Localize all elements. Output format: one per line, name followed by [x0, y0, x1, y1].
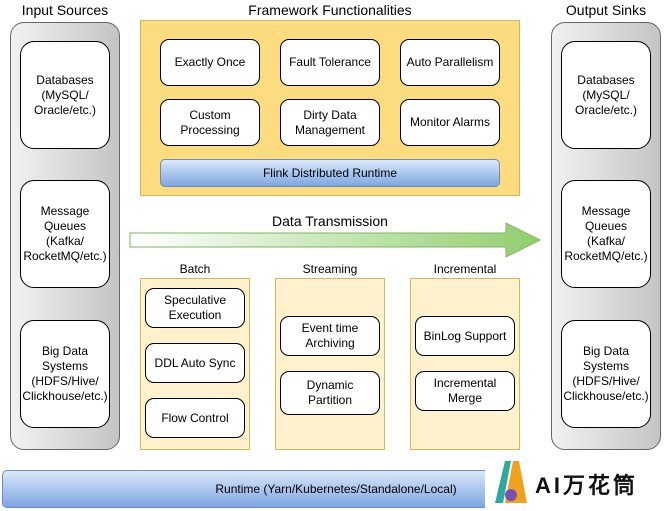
input-message-queues: Message Queues (Kafka/ RocketMQ/etc.): [20, 180, 110, 288]
watermark-text: AI万花筒: [535, 473, 639, 498]
output-databases: Databases (MySQL/ Oracle/etc.): [561, 41, 651, 149]
incremental-binlog-support: BinLog Support: [415, 316, 515, 356]
kaleidoscope-logo-icon: [495, 461, 527, 503]
batch-flow-control: Flow Control: [145, 398, 245, 438]
streaming-dynamic-partition: Dynamic Partition: [280, 371, 380, 415]
framework-title: Framework Functionalities: [248, 2, 412, 18]
input-big-data-systems: Big Data Systems (HDFS/Hive/ Clickhouse/…: [20, 320, 110, 428]
feature-monitor-alarms: Monitor Alarms: [400, 99, 500, 146]
batch-ddl-auto-sync: DDL Auto Sync: [145, 343, 245, 383]
incremental-merge: Incremental Merge: [415, 371, 515, 411]
watermark: AI万花筒: [485, 452, 671, 511]
feature-fault-tolerance: Fault Tolerance: [280, 39, 380, 86]
feature-custom-processing: Custom Processing: [160, 99, 260, 146]
data-transmission-arrow-icon: [129, 222, 542, 258]
incremental-title: Incremental: [433, 262, 497, 276]
input-databases: Databases (MySQL/ Oracle/etc.): [20, 41, 110, 149]
streaming-event-time-archiving: Event time Archiving: [280, 316, 380, 356]
data-transmission-label: Data Transmission: [272, 213, 388, 229]
feature-exactly-once: Exactly Once: [160, 39, 260, 86]
flink-distributed-runtime: Flink Distributed Runtime: [160, 159, 500, 187]
output-sinks-title: Output Sinks: [565, 2, 647, 18]
output-message-queues: Message Queues (Kafka/ RocketMQ/etc.): [561, 180, 651, 288]
input-sources-title: Input Sources: [21, 2, 109, 18]
streaming-title: Streaming: [302, 262, 358, 276]
streaming-panel: [275, 278, 385, 450]
incremental-panel: [410, 278, 520, 450]
batch-speculative-execution: Speculative Execution: [145, 288, 245, 328]
feature-dirty-data-management: Dirty Data Management: [280, 99, 380, 146]
batch-title: Batch: [179, 262, 211, 276]
feature-auto-parallelism: Auto Parallelism: [400, 39, 500, 86]
output-big-data-systems: Big Data Systems (HDFS/Hive/ Clickhouse/…: [561, 320, 651, 428]
